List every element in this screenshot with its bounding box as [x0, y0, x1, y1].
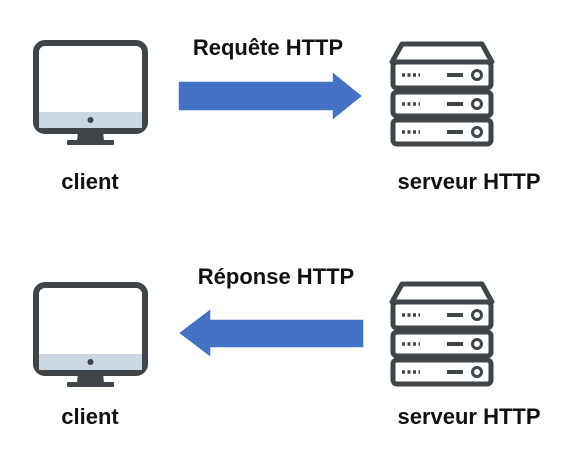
request-client-label: client: [61, 169, 119, 194]
client-monitor-icon: [33, 282, 148, 387]
request-server-label: serveur HTTP: [397, 169, 541, 194]
response-server-label: serveur HTTP: [397, 404, 541, 429]
request-arrow: [177, 69, 365, 123]
client-monitor-icon: [33, 40, 148, 145]
server-rack-icon: [389, 41, 495, 147]
request-label: Requête HTTP: [192, 35, 344, 60]
response-client-label: client: [61, 404, 119, 429]
server-rack-icon: [389, 281, 495, 387]
response-arrow: [176, 306, 365, 360]
response-label: Réponse HTTP: [197, 264, 355, 289]
